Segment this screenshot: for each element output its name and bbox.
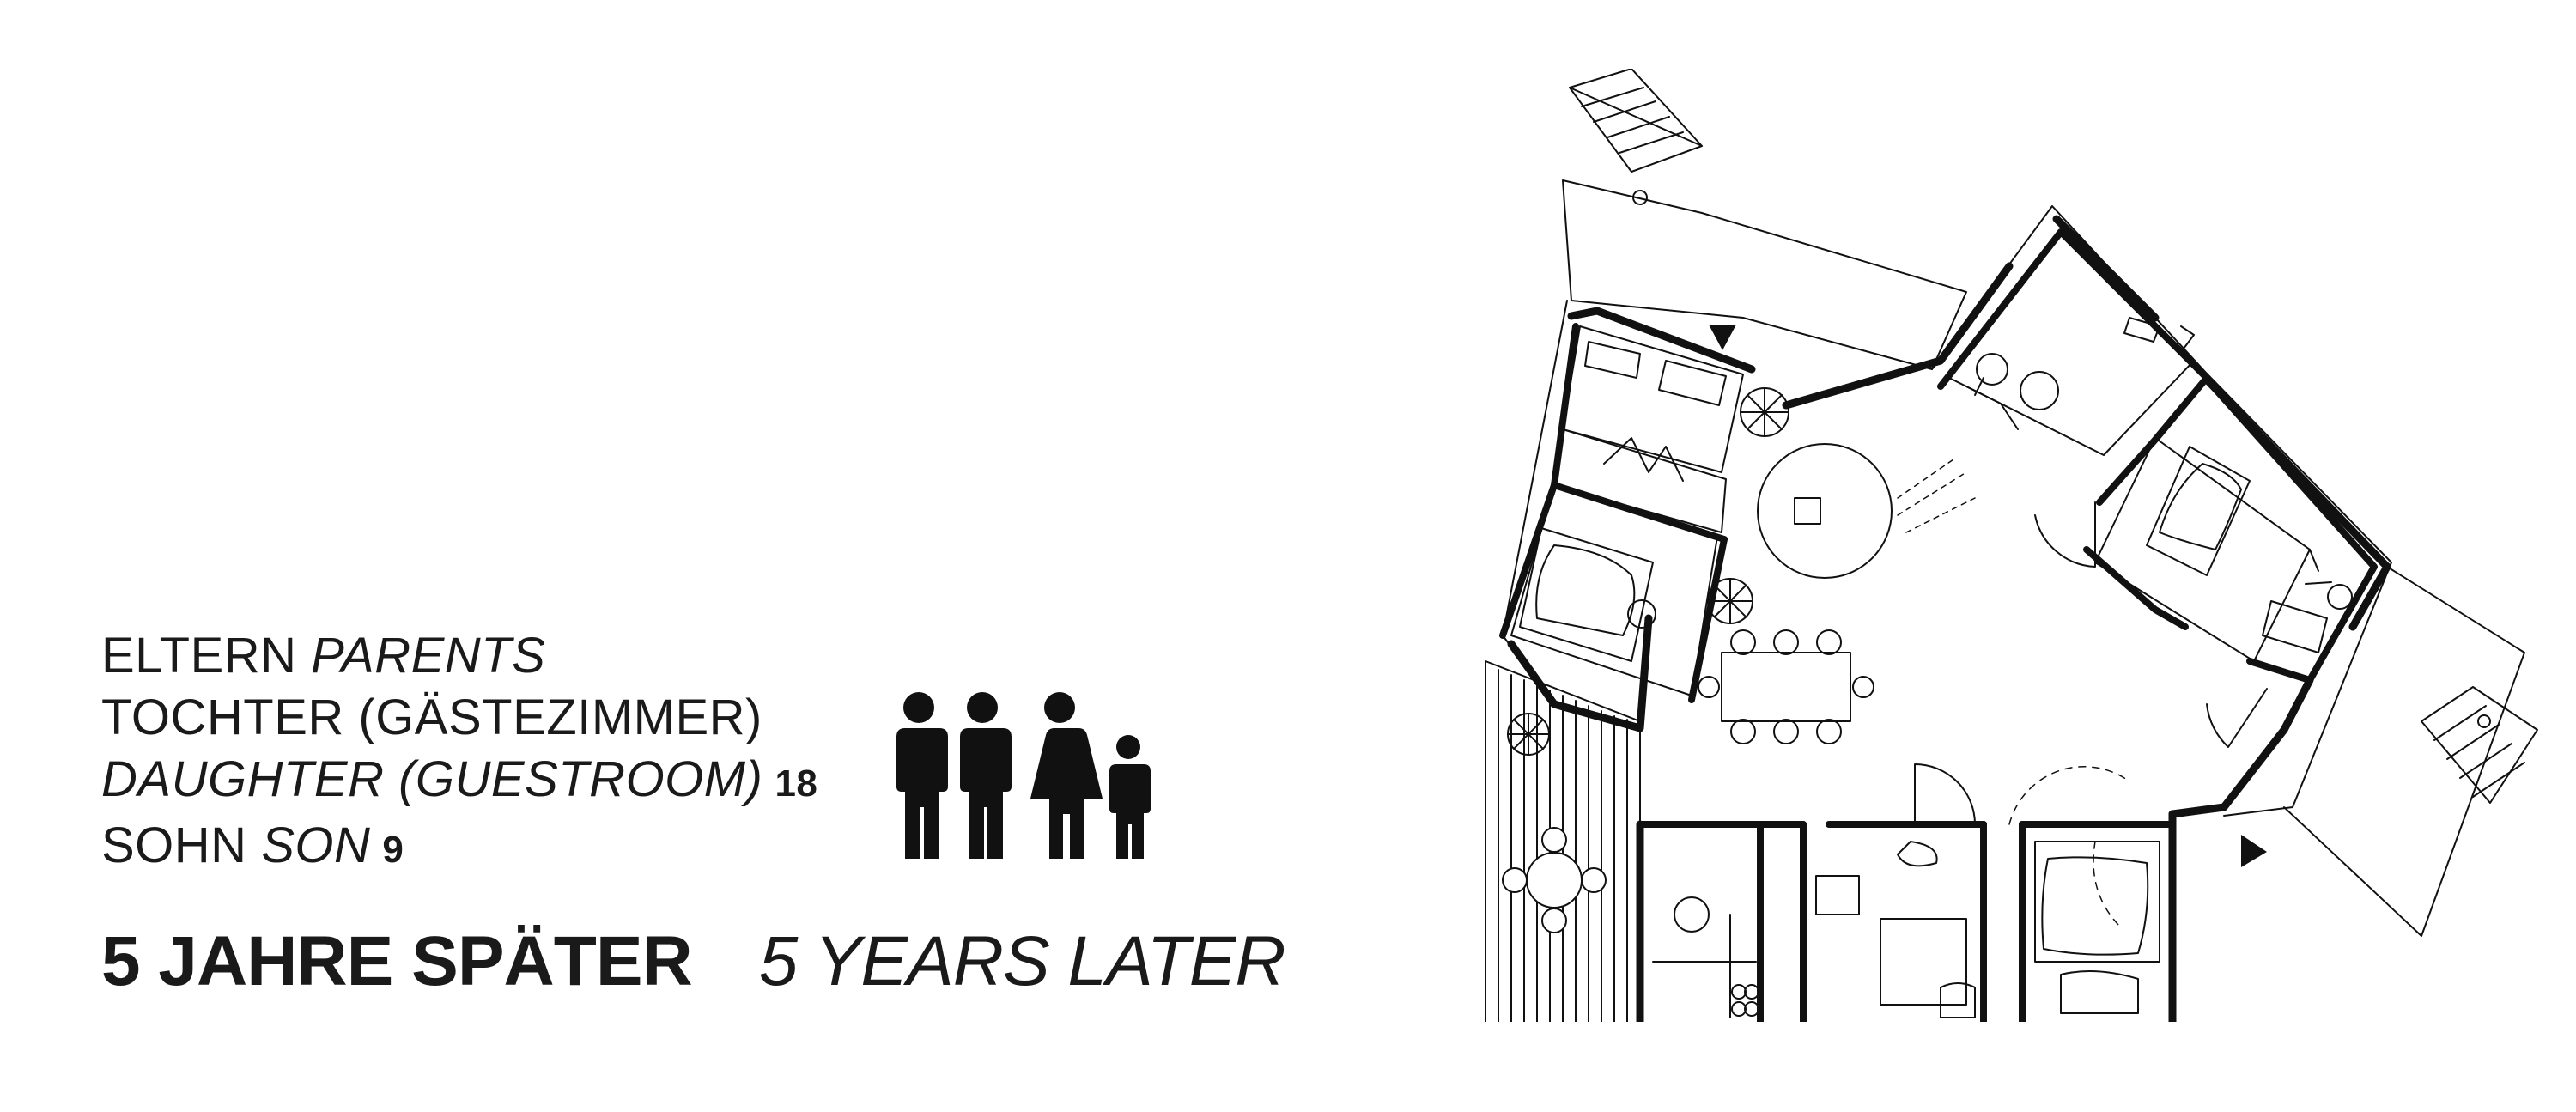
plant-icon: [1740, 387, 1789, 437]
outer-walls: [1507, 215, 2391, 1022]
legend-daughter-de: TOCHTER (GÄSTEZIMMER): [101, 687, 817, 749]
door-2: [2206, 688, 2268, 748]
round-table: [1757, 443, 1893, 579]
legend-daughter-en-text: DAUGHTER (GUESTROOM): [101, 751, 763, 807]
stair-east: [2421, 686, 2538, 804]
household-legend: ELTERN PARENTS TOCHTER (GÄSTEZIMMER) DAU…: [101, 625, 817, 881]
door-3: [1914, 763, 1976, 825]
office-room: [1948, 231, 2195, 456]
legend-son: SOHN SON 9: [101, 815, 817, 881]
floor-plan-drawing: [1485, 69, 2538, 1022]
door: [2034, 501, 2096, 568]
legend-parents-en: PARENTS: [311, 628, 546, 684]
bathtub-2: [2034, 841, 2160, 963]
legend-son-age: 9: [382, 829, 404, 871]
family-figures-icon: [896, 692, 1151, 859]
plant-icon-2: [1707, 578, 1753, 624]
terrace-east: [2283, 566, 2525, 937]
terrace-top: [1562, 179, 1967, 370]
legend-son-de: SOHN: [101, 817, 247, 873]
legend-parents: ELTERN PARENTS: [101, 625, 817, 687]
plant-icon-3: [1507, 713, 1550, 756]
title-de: 5 JAHRE SPÄTER: [101, 922, 693, 1000]
title-en: 5 YEARS LATER: [758, 922, 1286, 1000]
balcony-table: [1502, 827, 1607, 933]
legend-parents-de: ELTERN: [101, 628, 297, 684]
legend-daughter-age: 18: [775, 763, 818, 805]
entrance-arrow-icon: [1709, 325, 1736, 350]
entrance-arrow-icon-2: [2241, 835, 2267, 867]
bathtub: [1519, 527, 1654, 662]
stair-top: [1569, 69, 1703, 205]
page-title: 5 JAHRE SPÄTER 5 YEARS LATER: [101, 919, 1286, 1005]
legend-son-en: SON: [261, 817, 371, 873]
legend-daughter-de-text: TOCHTER (GÄSTEZIMMER): [101, 690, 762, 745]
legend-daughter-en: DAUGHTER (GUESTROOM) 18: [101, 749, 817, 815]
bed: [2146, 446, 2251, 576]
dining-table: [1721, 652, 1851, 722]
